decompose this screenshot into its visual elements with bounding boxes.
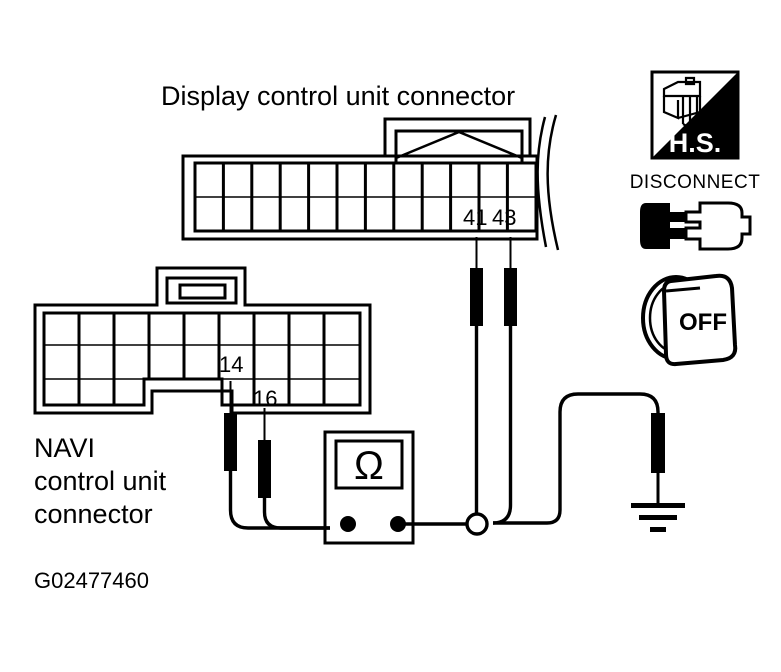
ground-branch-wire <box>493 392 660 525</box>
probe-pin-43[interactable] <box>492 237 517 525</box>
ohm-symbol: Ω <box>354 444 384 488</box>
disconnect-left-half <box>640 203 690 249</box>
probe-pin-41[interactable] <box>470 237 483 520</box>
display-pin-label-43: 43 <box>492 205 516 230</box>
probe-43-lead <box>492 326 513 525</box>
ohmmeter-display <box>334 439 404 490</box>
ground-bar-1 <box>631 503 685 508</box>
probe-43-body <box>504 268 517 326</box>
navi-control-unit-connector[interactable]: 14 16 <box>33 266 372 415</box>
hs-icon-label: H.S. <box>669 128 722 158</box>
figure-id: G02477460 <box>34 568 149 593</box>
hs-connector-glyph <box>662 76 702 130</box>
navi-connector-pin-grid <box>42 311 362 407</box>
probe-pin-14[interactable] <box>224 381 330 530</box>
ground-symbol <box>631 503 685 532</box>
display-connector-outline <box>181 117 539 241</box>
display-control-unit-connector[interactable]: 41 43 <box>181 114 560 251</box>
ground-probe[interactable] <box>651 413 665 505</box>
ground-probe-body <box>651 413 665 473</box>
disconnect-icon-group[interactable]: DISCONNECT <box>630 172 761 251</box>
display-connector-pin-grid <box>193 161 538 233</box>
probe-14-tip <box>229 381 232 415</box>
navi-pin-label-16: 16 <box>253 386 277 411</box>
ground-bar-2 <box>639 515 677 520</box>
ignition-off-icon-group[interactable]: OFF <box>641 273 738 367</box>
probe-41-body <box>470 268 483 326</box>
probe-16-lead <box>262 498 330 530</box>
diagram-title: Display control unit connector <box>161 81 515 111</box>
navi-caption-line-2: control unit <box>34 466 167 496</box>
navi-caption-line-3: connector <box>34 499 153 529</box>
disconnect-label: DISCONNECT <box>630 172 761 193</box>
navi-pin-label-14: 14 <box>219 352 243 377</box>
disconnect-right-half <box>684 201 752 251</box>
display-connector-latch <box>394 129 524 165</box>
probe-14-body <box>224 413 237 471</box>
navi-connector-caption: NAVI control unit connector <box>34 433 167 529</box>
ground-bar-3 <box>650 527 666 532</box>
display-harness-line <box>536 116 548 248</box>
navi-connector-outline <box>33 266 372 415</box>
probe-41-tip <box>475 237 478 270</box>
display-pin-label-41: 41 <box>463 205 487 230</box>
navi-connector-latch-inner <box>178 283 227 300</box>
probe-16-tip <box>263 408 266 442</box>
ohmmeter[interactable]: Ω <box>323 430 477 545</box>
hs-icon-diagonal-fill <box>652 72 738 158</box>
probe-43-tip <box>509 237 512 270</box>
ohmmeter-body <box>323 430 415 545</box>
probe-14-lead <box>228 471 330 530</box>
display-connector-latch-chevron <box>395 130 523 160</box>
probe-16-body <box>258 440 271 498</box>
display-harness-line <box>546 114 560 251</box>
ignition-key-notch <box>665 286 701 293</box>
ignition-key-body <box>661 273 738 367</box>
navi-connector-latch <box>165 276 238 305</box>
probe-pin-16[interactable] <box>258 408 330 530</box>
wire-junction-node <box>465 512 489 536</box>
hs-icon-group[interactable]: H.S. <box>650 70 740 160</box>
ignition-off-label: OFF <box>679 309 727 336</box>
navi-caption-line-1: NAVI <box>34 433 95 463</box>
ohmmeter-terminal-left[interactable] <box>340 516 356 532</box>
